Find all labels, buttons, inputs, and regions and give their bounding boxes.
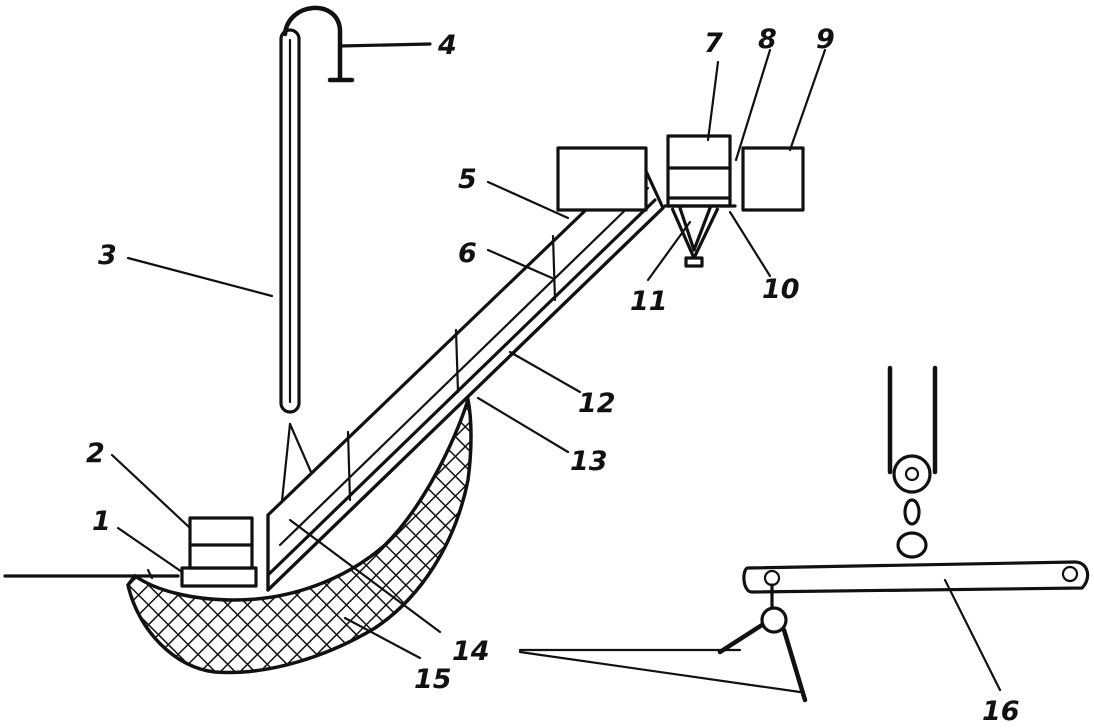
label-13: 13 (570, 446, 608, 477)
support-10-11 (663, 204, 737, 268)
pipe-hook (282, 5, 432, 83)
upper-platform (556, 146, 648, 212)
box-2 (188, 516, 254, 570)
machine-box-7-8 (666, 134, 732, 208)
lifting-beam (717, 365, 1090, 703)
label-2: 2 (86, 438, 105, 469)
label-6: 6 (458, 238, 477, 269)
label-9: 9 (816, 24, 835, 55)
label-5: 5 (458, 164, 477, 195)
base-plate (180, 566, 258, 588)
label-1: 1 (92, 506, 111, 537)
inclined-chute (266, 156, 665, 592)
label-3: 3 (98, 240, 117, 271)
label-14: 14 (452, 636, 490, 667)
labels: 1 2 3 4 5 6 7 8 9 10 11 12 13 14 15 16 (86, 24, 1020, 727)
label-8: 8 (758, 24, 777, 55)
label-15: 15 (414, 664, 452, 695)
label-10: 10 (762, 274, 800, 305)
ground-line (3, 568, 180, 580)
label-7: 7 (704, 28, 723, 59)
label-12: 12 (578, 388, 616, 419)
box-9 (741, 146, 805, 212)
label-11: 11 (630, 286, 668, 317)
label-4: 4 (437, 30, 457, 61)
vertical-pipe (279, 28, 301, 414)
label-16: 16 (982, 696, 1020, 727)
cargo-net (126, 393, 473, 675)
leader-lines (110, 48, 1002, 694)
